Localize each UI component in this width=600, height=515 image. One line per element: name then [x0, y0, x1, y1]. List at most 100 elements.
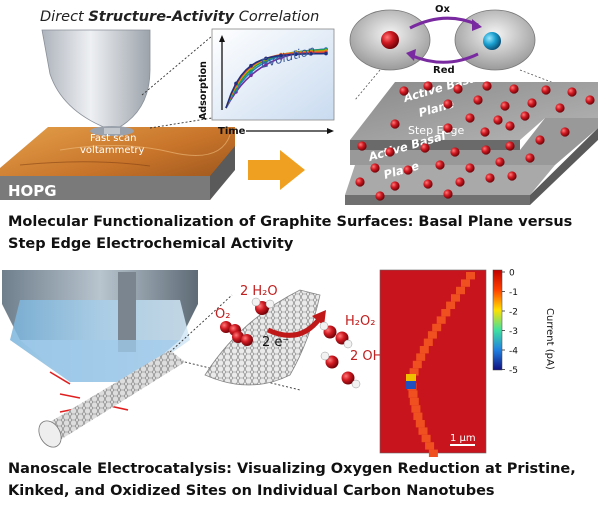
curve-marker [249, 63, 253, 68]
curve-marker [294, 52, 298, 57]
redox-inset: Ox Red [349, 4, 586, 101]
active-site-yellow [406, 374, 416, 381]
caption-1: Molecular Functionalization of Graphite … [8, 211, 594, 255]
track-pixel [409, 397, 419, 406]
track-pixel [421, 434, 431, 443]
scale-bar-label: 1 µm [450, 433, 476, 444]
surface-molecule [560, 127, 570, 137]
plot-axes [219, 35, 225, 110]
surface-molecule [520, 111, 530, 121]
track-pixel [415, 420, 425, 428]
surface-molecule [453, 84, 463, 94]
track-pixel [416, 353, 426, 361]
track-pixel [451, 294, 460, 302]
surface-molecule [555, 103, 565, 113]
curve-marker [324, 51, 328, 56]
curve-marker [249, 73, 253, 78]
surface-molecule [485, 173, 495, 183]
surface-molecule [390, 119, 400, 129]
track-pixel [432, 323, 442, 332]
surface-molecule [423, 179, 433, 189]
surface-molecule [525, 153, 535, 163]
surface-molecule [370, 163, 380, 173]
process-arrow [248, 150, 305, 190]
o2-molecules [220, 321, 253, 346]
surface-molecule [482, 81, 492, 91]
graphene-sheet [204, 289, 321, 386]
hydroxide-molecule-2 [341, 371, 361, 389]
water-molecule [251, 297, 275, 315]
surface-molecule [420, 143, 430, 153]
surface-molecule [505, 121, 515, 131]
track-pixel [418, 427, 428, 435]
surface-molecule [535, 135, 545, 145]
track-pixel [425, 442, 435, 450]
surface-molecule [500, 101, 510, 111]
hopg-label: HOPG [8, 182, 57, 200]
caption-1-line2: Step Edge Electrochemical Activity [8, 236, 294, 252]
electron-label: 2 e⁻ [262, 335, 289, 350]
surface-molecule [443, 99, 453, 109]
probe-label-line2: voltammetry [80, 145, 145, 156]
ox-arrow [409, 16, 479, 30]
probe-label-line1: Fast scan [90, 133, 136, 144]
peroxide-label: H₂O₂ [345, 314, 375, 329]
inset-plot: Adsorption Evolution Time [198, 28, 335, 137]
red-arrow [409, 52, 479, 64]
surface-molecule [423, 81, 433, 91]
surface-molecule [527, 98, 537, 108]
surface-molecule [355, 177, 365, 187]
track-pixel [427, 331, 437, 339]
surface-molecule [403, 165, 413, 175]
track-pixel [411, 405, 421, 413]
curve-marker [309, 52, 313, 56]
time-arrowhead [327, 128, 334, 134]
track-pixel [441, 309, 451, 317]
surface-molecule [390, 181, 400, 191]
redox-ox-label: Ox [435, 4, 451, 15]
reduced-molecule [381, 31, 399, 49]
surface-molecule [495, 157, 505, 167]
colorbar-tick-label: -3 [509, 327, 518, 337]
oxygen-atom [241, 334, 253, 346]
current-map: 1 µm [379, 269, 487, 457]
colorbar-tick-label: -1 [509, 288, 518, 298]
surface-molecule [357, 141, 367, 151]
track-pixel [436, 316, 446, 324]
surface-molecule [435, 160, 445, 170]
plot-curves [225, 47, 328, 109]
track-pixel [409, 368, 419, 376]
scan-probe [41, 29, 151, 136]
colorbar: 0-1-2-3-4-5 Current (pA) [492, 269, 555, 376]
product-molecules: H₂O₂ 2 OH⁻ [319, 314, 389, 389]
surface-molecule [443, 123, 453, 133]
reaction-arrow: 2 e⁻ [262, 310, 326, 350]
surface-molecule [465, 113, 475, 123]
carbon-nanotube [38, 350, 185, 448]
header-part-1: Direct [40, 9, 88, 25]
track-pixel [428, 449, 438, 457]
nanotube-track [406, 272, 475, 457]
track-pixel [456, 286, 465, 295]
surface-molecule [505, 141, 515, 151]
surface-molecule [443, 189, 453, 199]
surface-molecule [567, 87, 577, 97]
surface-molecule [585, 95, 595, 105]
active-site-blue [406, 381, 416, 389]
header-part-2: Structure-Activity [88, 9, 234, 25]
surface-molecule [493, 115, 503, 125]
curve-marker [264, 62, 268, 67]
top-left-header: Direct Structure-Activity Correlation [40, 9, 319, 25]
zoom-lines [141, 35, 213, 129]
oxygen-label: O₂ [215, 307, 230, 322]
stepped-graphite: Active Basal Plane Step Edge Active Basa… [345, 69, 598, 205]
surface-molecule [375, 191, 385, 201]
track-pixel [461, 279, 470, 287]
surface-molecule [385, 147, 395, 157]
surface-molecule [480, 127, 490, 137]
peroxide-molecule [319, 321, 353, 349]
surface-molecule [465, 163, 475, 173]
surface-molecule [473, 95, 483, 105]
track-pixel [413, 412, 423, 420]
water-label: 2 H₂O [240, 284, 278, 299]
